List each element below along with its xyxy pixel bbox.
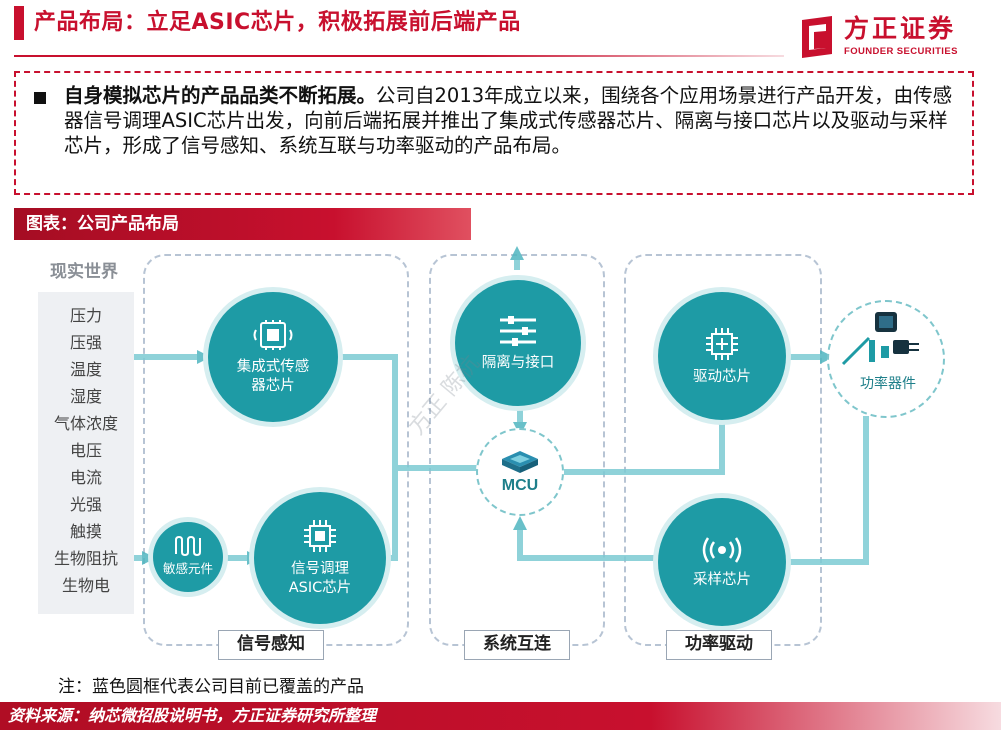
arrow-power-to-sampling: [790, 416, 869, 565]
power-device-icon: [841, 312, 919, 366]
summary-box: 自身模拟芯片的产品品类不断拓展。公司自2013年成立以来，围绕各个应用场景进行产…: [14, 71, 974, 195]
sampling-chip-label: 采样芯片: [693, 571, 751, 588]
product-layout-diagram: 现实世界 压力 压强 温度 湿度 气体浓度 电压 电流 光强 触摸 生物阻抗 生…: [0, 240, 1001, 670]
signal-asic-label-line2: ASIC芯片: [288, 580, 352, 596]
power-device-node: 功率器件: [827, 300, 945, 418]
figure-note: 注：蓝色圆框代表公司目前已覆盖的产品: [58, 677, 364, 697]
list-item: 触摸: [69, 522, 102, 541]
signal-asic-node: 信号调理 ASIC芯片: [254, 492, 386, 624]
summary-text: 自身模拟芯片的产品品类不断拓展。公司自2013年成立以来，围绕各个应用场景进行产…: [64, 83, 964, 158]
integrated-sensor-label: 集成式传感器芯片: [236, 359, 310, 394]
logo-chinese-name: 方正证券: [844, 14, 957, 43]
arrow-sampling-to-mcu: [513, 516, 656, 561]
list-item: 电流: [69, 468, 102, 487]
mcu-chip-icon: [502, 451, 538, 473]
page-title: 产品布局：立足ASIC芯片，积极拓展前后端产品: [34, 10, 521, 35]
list-item: 气体浓度: [53, 414, 118, 433]
sampling-chip-node: 采样芯片: [658, 498, 786, 626]
integrated-sensor-node: 集成式传感器芯片: [208, 292, 338, 422]
header-divider: [14, 55, 784, 57]
arrow-mcu-to-driver: [564, 408, 729, 475]
summary-body: 公司自2013年成立以来，围绕各个应用场景进行产品开发，由传感器信号调理ASIC…: [64, 84, 953, 157]
signal-sensing-label: 信号感知: [218, 630, 324, 660]
title-accent-bar: [14, 6, 24, 40]
list-item: 压力: [69, 306, 102, 325]
sensitive-element-node: 敏感元件: [153, 522, 223, 592]
summary-lead: 自身模拟芯片的产品品类不断拓展。: [64, 84, 377, 107]
logo-english-name: FOUNDER SECURITIES: [844, 46, 958, 57]
real-world-title: 现实世界: [50, 262, 118, 282]
isolation-interface-label: 隔离与接口: [481, 354, 555, 371]
source-text: 资料来源：纳芯微招股说明书，方正证券研究所整理: [8, 706, 377, 725]
real-world-panel: 压力 压强 温度 湿度 气体浓度 电压 电流 光强 触摸 生物阻抗 生物电: [38, 292, 134, 614]
real-world-list: 压力 压强 温度 湿度 气体浓度 电压 电流 光强 触摸 生物阻抗 生物电: [38, 302, 134, 599]
figure-label: 图表：公司产品布局: [14, 208, 471, 240]
driver-chip-label: 驱动芯片: [693, 368, 751, 385]
list-item: 生物阻抗: [53, 549, 118, 568]
list-item: 湿度: [69, 387, 102, 406]
driver-chip-node: 驱动芯片: [658, 292, 786, 420]
sensor-chip-icon: [253, 320, 293, 350]
list-item: 电压: [69, 441, 102, 460]
power-drive-label: 功率驱动: [666, 630, 772, 660]
list-item: 压强: [69, 333, 102, 352]
signal-asic-label-line1: 信号调理: [291, 561, 349, 577]
list-item: 生物电: [61, 576, 110, 595]
system-interconnect-label: 系统互连: [464, 630, 570, 660]
list-item: 光强: [69, 495, 102, 514]
square-bullet-icon: [34, 92, 46, 104]
driver-chip-icon: [706, 327, 738, 360]
founder-securities-logo: 方正证券 FOUNDER SECURITIES: [798, 12, 968, 64]
mcu-node: MCU: [476, 428, 564, 516]
coil-icon: [175, 536, 201, 556]
footer-bar: 资料来源：纳芯微招股说明书，方正证券研究所整理: [0, 702, 1001, 730]
power-device-label: 功率器件: [860, 376, 916, 392]
list-item: 温度: [69, 360, 102, 379]
asic-chip-icon: [304, 520, 336, 552]
sliders-icon: [500, 315, 536, 346]
isolation-interface-node: 隔离与接口: [455, 280, 581, 406]
founder-logo-icon: [802, 16, 832, 58]
mcu-label: MCU: [501, 477, 539, 494]
arrow-sensor-to-mcu: [340, 354, 494, 475]
sensitive-element-label: 敏感元件: [162, 561, 213, 576]
wireless-signal-icon: [702, 536, 742, 563]
